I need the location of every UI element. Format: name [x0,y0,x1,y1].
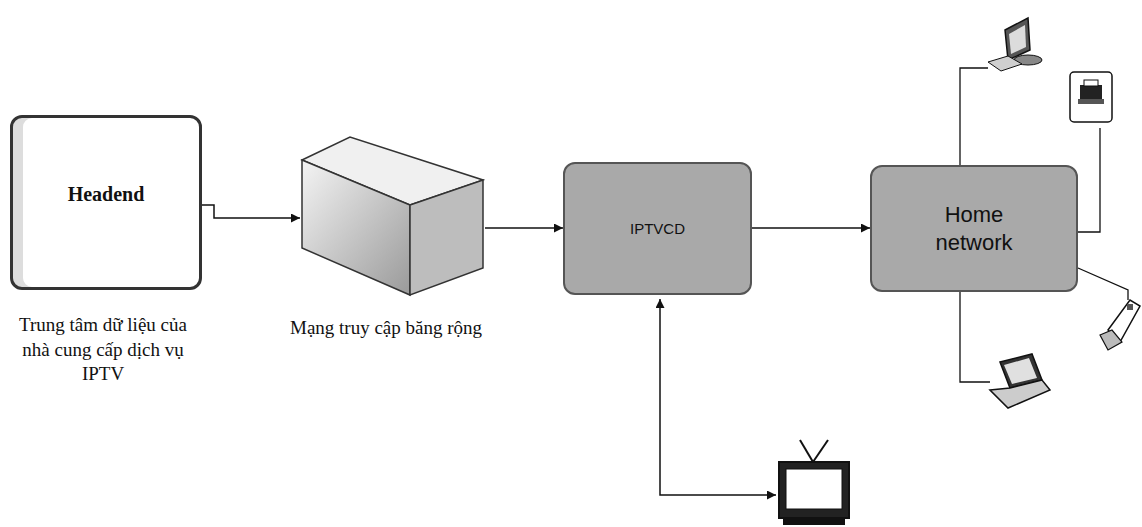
cube-shape [300,135,485,297]
device-wire [1078,268,1128,300]
tv-icon [779,440,849,525]
box-title: Home network [914,201,1034,256]
flow-arrow [202,205,300,218]
printer-icon [1070,72,1112,122]
headend-box: HeadendTrung tâm dữ liệu của nhà cung cấ… [10,115,202,290]
device-box: IPTVCD [563,162,752,295]
box-caption: Trung tâm dữ liệu của nhà cung cấp dịch … [17,313,189,387]
network-cube: Mạng truy cập băng rộng [300,135,485,297]
device-wire [960,68,988,165]
desktop-icon [988,18,1042,71]
flow-arrow [752,227,870,229]
laptop-icon [990,354,1050,408]
box-title: Headend [13,183,199,206]
box-title: IPTVCD [630,220,685,237]
device-wire [1078,128,1100,232]
network-box: Home network [870,165,1078,292]
box-caption: Mạng truy cập băng rộng [290,317,482,339]
phone-icon [1100,300,1140,350]
flow-arrow [485,227,563,229]
tv-link [660,299,776,495]
device-wire [960,292,990,382]
